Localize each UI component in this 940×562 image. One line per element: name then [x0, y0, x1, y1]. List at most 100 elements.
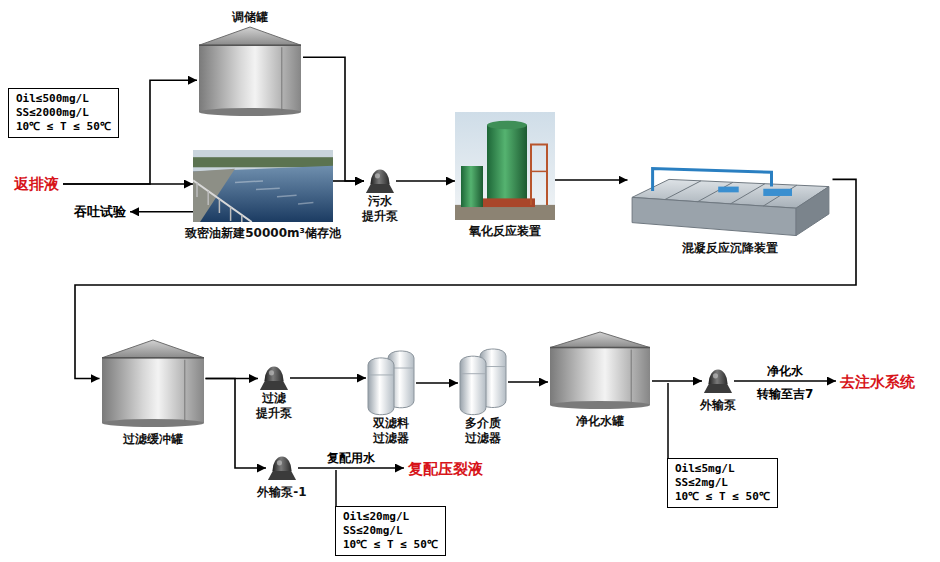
water-shimmer	[298, 203, 313, 204]
filter-vessel	[368, 358, 394, 415]
node-label: 净化水罐	[576, 414, 624, 429]
flow-terminal-text: 复配压裂液	[408, 460, 483, 478]
tower-ground	[455, 205, 555, 220]
settler-front	[632, 197, 796, 235]
steel-brace	[531, 171, 547, 173]
tank-roof	[199, 27, 301, 45]
node-label: 氧化反应装置	[469, 224, 541, 239]
flow-terminal: 复配压裂液	[404, 458, 487, 480]
pump: 过滤 提升泵	[246, 365, 302, 421]
node-label: 污水 提升泵	[358, 194, 402, 224]
node-label: 混凝反应沉降装置	[682, 241, 778, 256]
railing-post	[241, 215, 243, 222]
coagulation-settler-illustration	[628, 165, 833, 237]
pump-base	[268, 471, 296, 480]
spec-line: Oil≤500mg/L	[16, 92, 111, 106]
tank-rim	[199, 44, 301, 46]
water-shimmer	[277, 195, 297, 196]
spec-line: SS≤20mg/L	[343, 524, 438, 538]
tower-base	[483, 198, 535, 207]
flow-terminal: 返排液	[10, 173, 63, 195]
small-tank	[461, 166, 483, 207]
spec-line: Oil≤20mg/L	[343, 510, 438, 524]
spec-line: Oil≤5mg/L	[675, 462, 770, 476]
compartment-wall	[763, 185, 797, 206]
tower-top	[487, 121, 527, 130]
flow-connector	[416, 382, 458, 384]
oxidation-reactor-illustration	[455, 112, 555, 220]
buffer-tank: 过滤缓冲罐	[95, 338, 210, 447]
pump-dome	[370, 170, 389, 185]
pump: 外输泵-1	[254, 455, 310, 500]
spec-box: Oil≤20mg/LSS≤20mg/L10℃ ≤ T ≤ 50℃	[335, 506, 446, 556]
flow-terminal-text: 去注水系统	[840, 373, 915, 391]
coagulation-settler: 混凝反应沉降装置	[620, 165, 840, 256]
buffer-tank-illustration	[100, 338, 206, 428]
flow-connector	[298, 467, 404, 469]
pump-highlight	[713, 373, 718, 378]
pump-dome	[264, 367, 283, 382]
pump-base	[260, 381, 288, 390]
edge-label: 复配用水	[325, 451, 377, 465]
flow-connector	[206, 379, 267, 469]
oxidation-reactor: 氧化反应装置	[440, 112, 570, 239]
pump-base	[704, 384, 732, 393]
pond-trees	[193, 157, 333, 167]
pump-dome	[708, 370, 727, 385]
annotation-label: 转输至吉7	[755, 387, 815, 401]
spec-line: 10℃ ≤ T ≤ 50℃	[16, 120, 111, 134]
filter-illustration	[366, 350, 416, 416]
flow-connector	[75, 179, 856, 378]
railing-post	[196, 183, 198, 197]
leader-line	[335, 470, 337, 506]
flow-connector	[555, 179, 628, 181]
tank-rim	[102, 357, 204, 359]
railing-post	[207, 191, 209, 205]
filter: 多介质 过滤器	[452, 348, 514, 446]
spec-line: SS≤2000mg/L	[16, 106, 111, 120]
pump-highlight	[277, 460, 282, 465]
flow-terminal: 吞吐试验	[70, 202, 130, 222]
filter-illustration	[458, 348, 508, 416]
node-label: 双滤料 过滤器	[369, 416, 413, 446]
pump-highlight	[375, 173, 380, 178]
node-label: 外输泵-1	[257, 485, 306, 500]
filter: 双滤料 过滤器	[360, 350, 422, 446]
node-label: 过滤 提升泵	[252, 391, 296, 421]
tank-body	[550, 348, 650, 405]
tank-ladder	[184, 360, 185, 422]
tank-body	[199, 45, 301, 112]
tank-roof	[102, 340, 204, 358]
railing	[193, 180, 252, 222]
tank-base	[199, 108, 301, 116]
flow-connector	[130, 211, 193, 213]
spec-line: 10℃ ≤ T ≤ 50℃	[675, 490, 770, 504]
storage-pond-illustration	[193, 150, 333, 222]
filter-seam	[369, 374, 393, 375]
tower-sky	[455, 112, 555, 220]
tank-ladder	[631, 350, 632, 404]
pump-illustration	[364, 168, 396, 194]
tank-base	[102, 419, 204, 427]
tank-roof	[550, 332, 650, 348]
leader-line	[667, 383, 669, 458]
flow-connector	[333, 180, 364, 182]
railing-post	[219, 199, 221, 213]
pump-highlight	[269, 370, 274, 375]
pond-sky	[193, 150, 333, 222]
tank-rim	[550, 347, 650, 349]
spec-box: Oil≤500mg/LSS≤2000mg/L10℃ ≤ T ≤ 50℃	[8, 88, 119, 138]
pump-illustration	[258, 365, 290, 391]
tank-body	[102, 358, 204, 423]
node-label: 过滤缓冲罐	[123, 432, 183, 447]
flow-terminal-text: 吞吐试验	[74, 204, 126, 220]
pump-illustration	[266, 455, 298, 481]
flow-connector	[290, 377, 366, 379]
pump-base	[366, 184, 394, 193]
water-shimmer	[235, 181, 263, 182]
clean-water-tank: 净化水罐	[545, 330, 655, 429]
edge-label: 净化水	[765, 364, 805, 378]
storage-tank: 调储罐	[180, 6, 320, 117]
